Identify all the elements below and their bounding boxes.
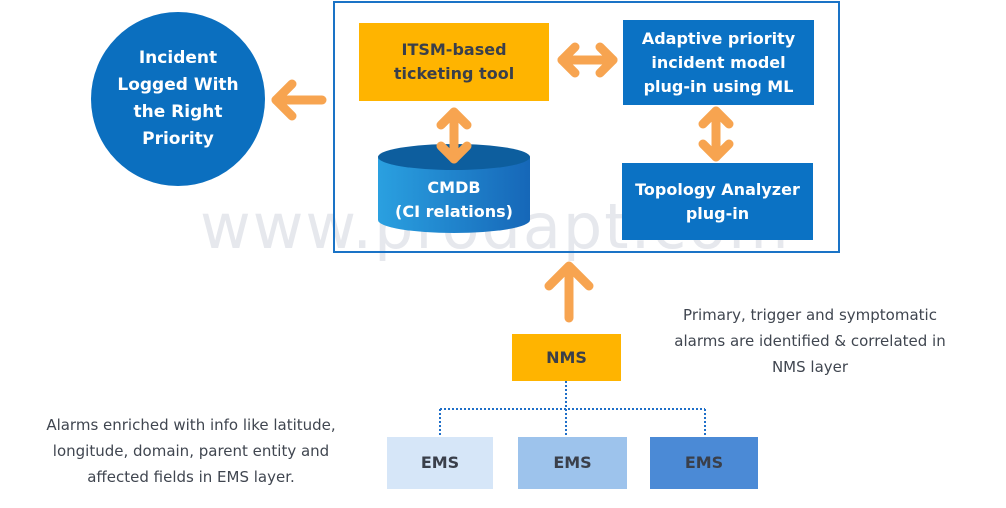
topology-analyzer-box: Topology Analyzer plug-in — [622, 163, 813, 240]
ems-label: EMS — [684, 453, 724, 472]
ems-label: EMS — [553, 453, 592, 472]
nms-label: NMS — [546, 347, 587, 367]
ems-note-line: affected fields in EMS layer. — [87, 468, 295, 486]
dotted-tree-lines — [439, 381, 706, 437]
ems-box: EMS — [518, 437, 627, 489]
topology-label: Topology Analyzer plug-in — [635, 179, 800, 223]
adaptive-label: Adaptive priority incident model plug-in… — [641, 28, 796, 96]
arrow-vertical-double-icon — [436, 107, 472, 164]
nms-note-line: alarms are identified & correlated in — [674, 332, 946, 350]
arrow-vertical-double-icon — [698, 106, 734, 162]
cmdb-subtitle: (CI relations) — [395, 202, 513, 221]
itsm-box: ITSM-based ticketing tool — [359, 23, 549, 101]
adaptive-model-box: Adaptive priority incident model plug-in… — [623, 20, 814, 105]
ems-box: EMS — [650, 437, 758, 489]
ems-note-line: longitude, domain, parent entity and — [52, 442, 330, 460]
system-frame — [333, 1, 840, 253]
cmdb-title: CMDB — [427, 178, 481, 197]
nms-note-line: NMS layer — [771, 358, 849, 376]
nms-note-line: Primary, trigger and symptomatic — [683, 306, 937, 324]
ems-note: Alarms enriched with info like latitude,… — [5, 412, 377, 490]
arrow-left-icon — [271, 79, 327, 121]
arrow-horizontal-double-icon — [557, 42, 618, 78]
itsm-label: ITSM-based ticketing tool — [393, 40, 515, 83]
arrow-up-icon — [544, 261, 594, 323]
nms-box: NMS — [512, 334, 621, 381]
ems-note-line: Alarms enriched with info like latitude, — [46, 416, 336, 434]
incident-logged-circle: Incident Logged With the Right Priority — [91, 12, 265, 186]
cmdb-label: CMDB (CI relations) — [378, 172, 530, 228]
ems-box: EMS — [387, 437, 493, 489]
nms-note: Primary, trigger and symptomatic alarms … — [630, 302, 990, 380]
ems-label: EMS — [420, 453, 460, 472]
incident-label: Incident Logged With the Right Priority — [117, 48, 239, 149]
